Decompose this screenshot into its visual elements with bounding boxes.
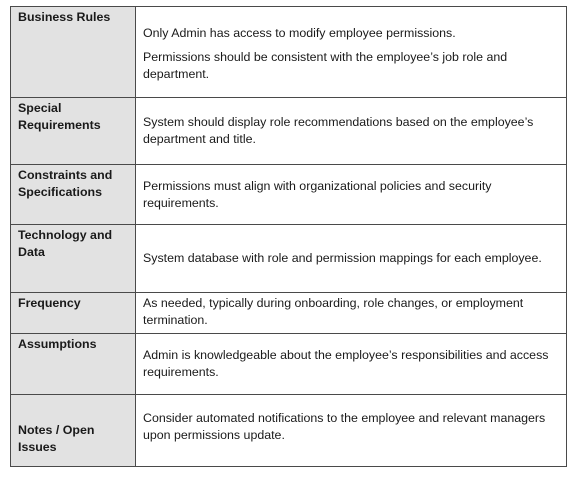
value-text: Admin is knowledgeable about the employe…: [143, 348, 549, 379]
value-text: System database with role and permission…: [143, 251, 542, 265]
value-text: Permissions should be consistent with th…: [143, 50, 508, 81]
value-text: Consider automated notifications to the …: [143, 411, 546, 442]
table-row-frequency: Frequency As needed, typically during on…: [10, 292, 567, 334]
table-row-constraints: Constraints and Specifications Permissio…: [10, 164, 567, 225]
table-row-technology-data: Technology and Data System database with…: [10, 224, 567, 293]
row-value: System database with role and permission…: [135, 224, 567, 293]
table-row-business-rules: Business Rules Only Admin has access to …: [10, 6, 567, 98]
row-label: Frequency: [10, 292, 136, 334]
table-row-special-requirements: Special Requirements System should displ…: [10, 97, 567, 165]
row-label: Technology and Data: [10, 224, 136, 293]
row-label: Constraints and Specifications: [10, 164, 136, 225]
value-text: System should display role recommendatio…: [143, 115, 534, 146]
use-case-spec-table: Business Rules Only Admin has access to …: [10, 6, 567, 467]
row-value: System should display role recommendatio…: [135, 97, 567, 165]
row-label: Assumptions: [10, 333, 136, 395]
value-text: As needed, typically during onboarding, …: [143, 296, 524, 327]
row-value: Only Admin has access to modify employee…: [135, 6, 567, 98]
value-text: Only Admin has access to modify employee…: [143, 26, 456, 40]
row-value: Consider automated notifications to the …: [135, 394, 567, 467]
row-label: Special Requirements: [10, 97, 136, 165]
table-row-assumptions: Assumptions Admin is knowledgeable about…: [10, 333, 567, 395]
row-value: As needed, typically during onboarding, …: [135, 292, 567, 334]
table-row-notes-open-issues: Notes / Open Issues Consider automated n…: [10, 394, 567, 467]
row-label: Business Rules: [10, 6, 136, 98]
value-text: Permissions must align with organization…: [143, 178, 492, 210]
row-value: Admin is knowledgeable about the employe…: [135, 333, 567, 395]
row-value: Permissions must align with organization…: [135, 164, 567, 225]
row-label: Notes / Open Issues: [10, 394, 136, 467]
